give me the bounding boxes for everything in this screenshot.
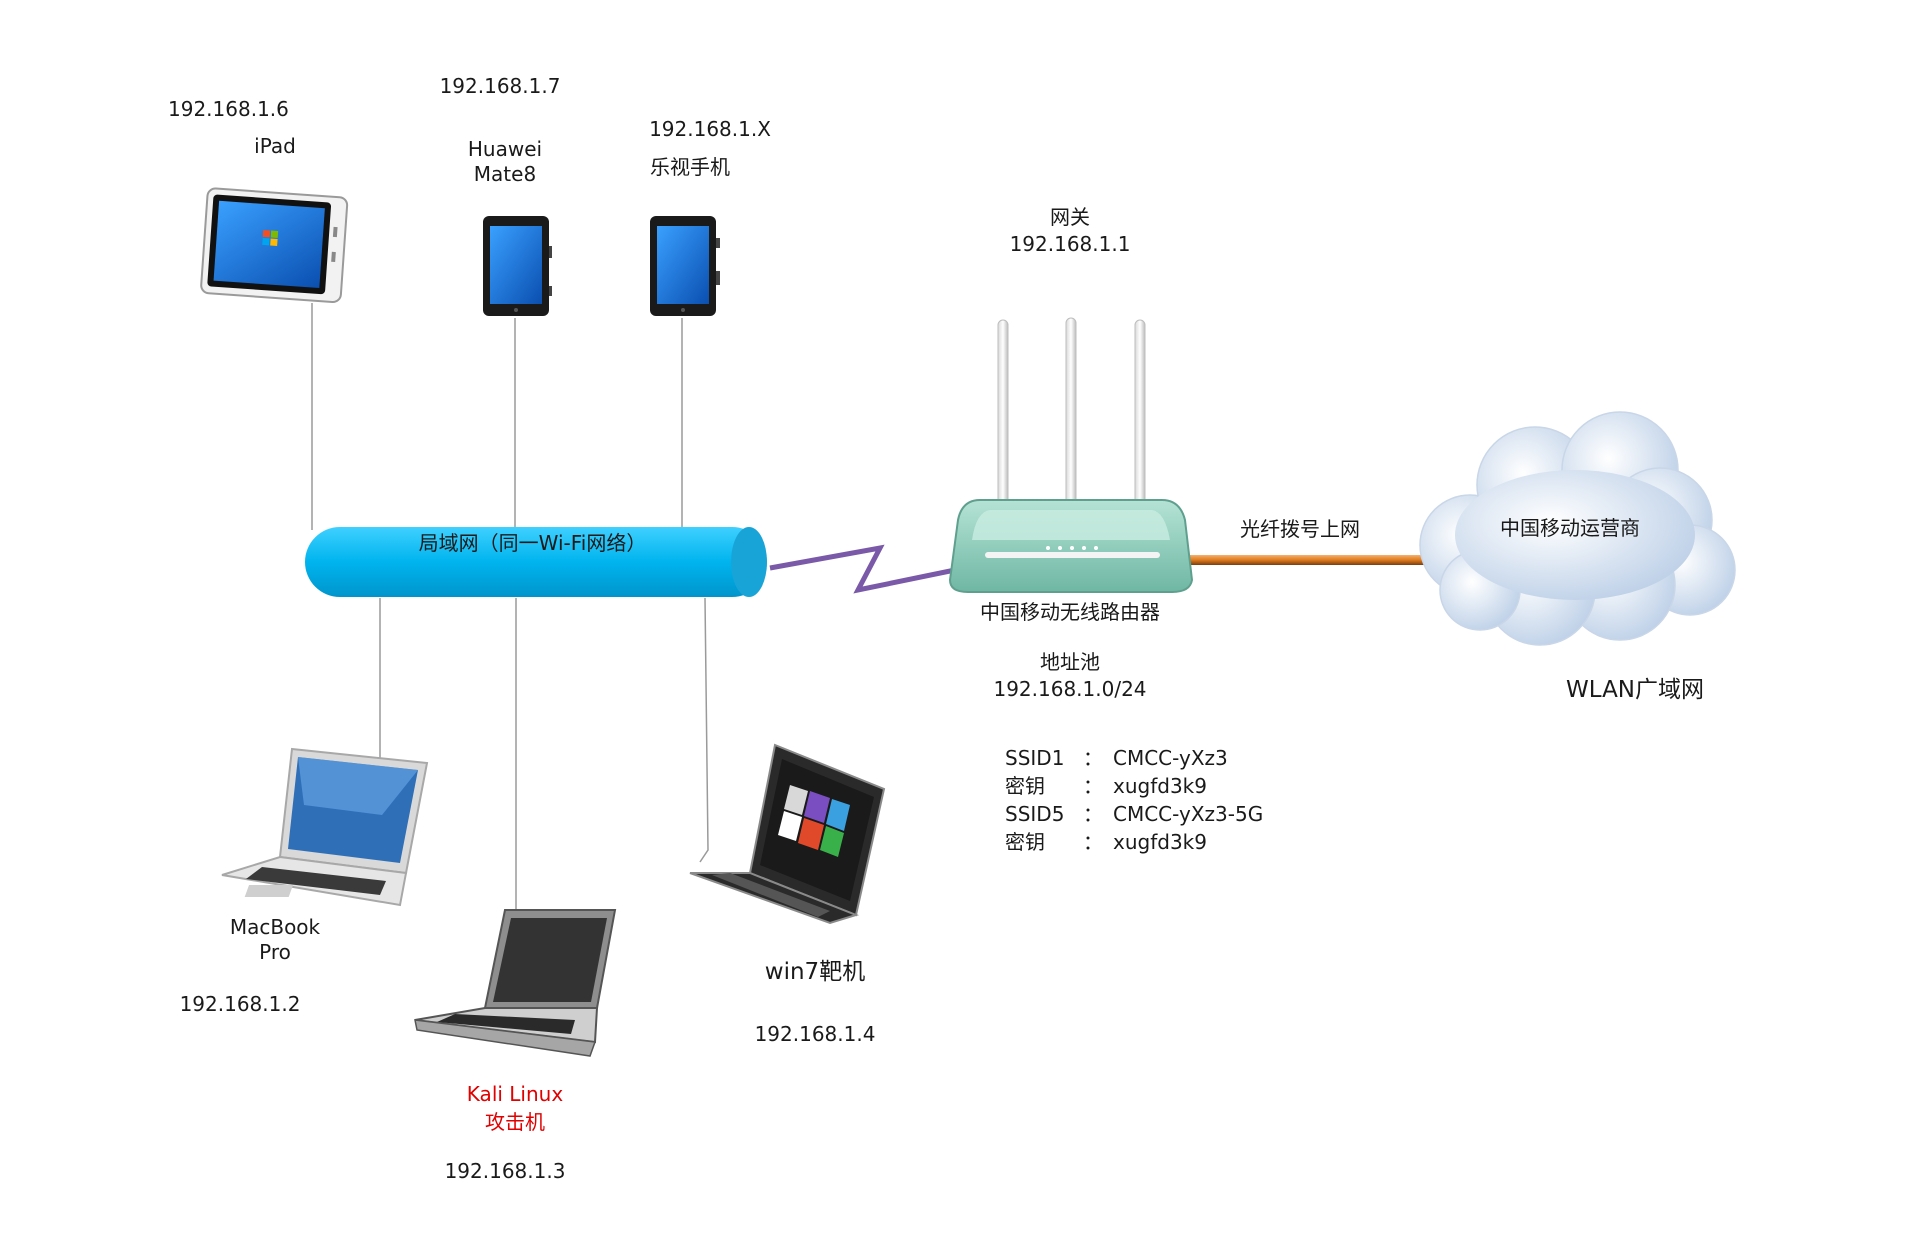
wifi-value: xugfd3k9 (1113, 774, 1207, 798)
wifi-row: 密钥 ： xugfd3k9 (1005, 772, 1263, 800)
ipad-name: iPad (254, 134, 296, 158)
pool-title: 地址池 (1040, 650, 1100, 674)
macbook-ip: 192.168.1.2 (179, 992, 301, 1016)
router-icon (948, 317, 1194, 593)
wifi-key: 密钥 (1005, 830, 1045, 854)
huawei-ip: 192.168.1.7 (439, 74, 561, 98)
wifi-sep: ： (1083, 774, 1103, 798)
fiber-link (1185, 555, 1430, 565)
uplink-label: 光纤拨号上网 (1240, 517, 1360, 541)
lan-label: 局域网（同一Wi-Fi网络） (418, 531, 647, 555)
wan-label: WLAN广域网 (1565, 677, 1705, 703)
wifi-row: SSID1 ： CMCC-yXz3 (1005, 744, 1263, 772)
router-name: 中国移动无线路由器 (980, 600, 1160, 624)
wifi-credentials: SSID1 ： CMCC-yXz3 密钥 ： xugfd3k9 SSID5 ： CMCC-y… (1005, 744, 1263, 856)
laptop-icon (414, 909, 617, 1057)
wifi-key: 密钥 (1005, 774, 1045, 798)
ipad-ip: 192.168.1.6 (168, 97, 289, 121)
letv-name: 乐视手机 (650, 155, 730, 179)
letv-ip: 192.168.1.X (649, 117, 771, 141)
wifi-value: CMCC-yXz3-5G (1113, 802, 1264, 826)
gateway-title: 网关 (1050, 205, 1090, 229)
laptop-icon (689, 743, 886, 925)
wifi-sep: ： (1083, 830, 1103, 854)
wifi-row: 密钥 ： xugfd3k9 (1005, 828, 1263, 856)
kali-name-line2: 攻击机 (485, 1110, 545, 1134)
macbook-name-line2: Pro (259, 940, 291, 964)
cloud-icon (1419, 411, 1736, 646)
connector-lines (311, 303, 709, 912)
win7-ip: 192.168.1.4 (754, 1022, 876, 1046)
wifi-sep: ： (1083, 746, 1103, 770)
laptop-icon (221, 747, 429, 907)
wifi-value: CMCC-yXz3 (1113, 746, 1228, 770)
pool-range: 192.168.1.0/24 (993, 677, 1147, 701)
phone-icon (650, 216, 720, 316)
kali-name-line1: Kali Linux (466, 1082, 564, 1106)
lan-tube (305, 527, 767, 597)
gateway-ip: 192.168.1.1 (1009, 232, 1131, 256)
tablet-icon (200, 187, 349, 303)
wifi-key: SSID5 (1005, 802, 1065, 826)
macbook-name-line1: MacBook (229, 915, 321, 939)
huawei-name-line2: Mate8 (473, 162, 537, 186)
phone-icon (483, 216, 552, 316)
kali-ip: 192.168.1.3 (444, 1159, 566, 1183)
wireless-link-zigzag (769, 544, 956, 594)
wifi-value: xugfd3k9 (1113, 830, 1207, 854)
win7-name: win7靶机 (764, 959, 866, 985)
wifi-row: SSID5 ： CMCC-yXz3-5G (1005, 800, 1263, 828)
wifi-sep: ： (1083, 802, 1103, 826)
wifi-key: SSID1 (1005, 746, 1065, 770)
huawei-name-line1: Huawei (467, 137, 543, 161)
cloud-label: 中国移动运营商 (1500, 516, 1640, 540)
